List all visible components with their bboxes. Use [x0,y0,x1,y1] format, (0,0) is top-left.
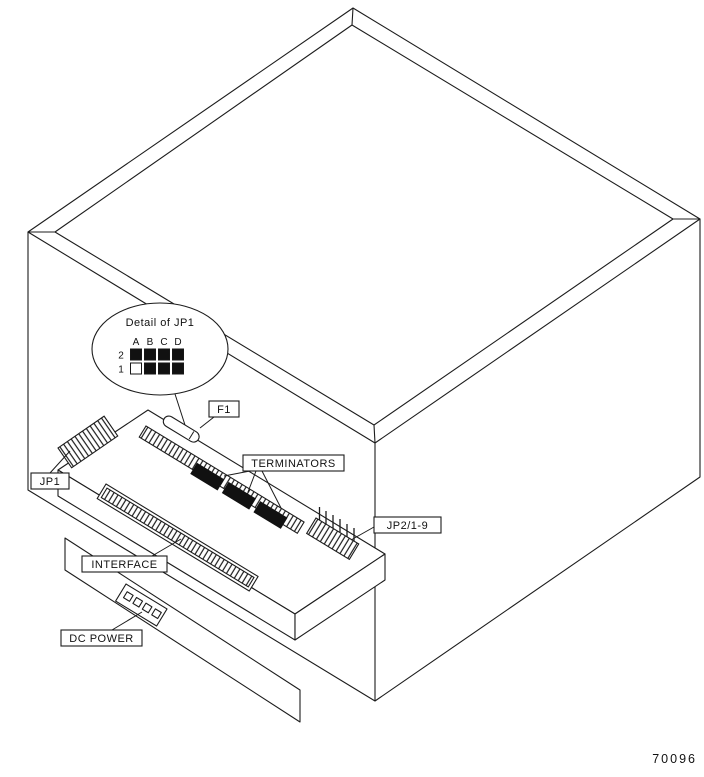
label-f1-text: F1 [217,404,231,416]
terminator-pack-3 [253,501,288,529]
label-terminators-box [242,454,345,472]
figure-part-number: 70096 [652,752,697,766]
terminator-pack-1 [190,462,225,491]
label-interface-box [81,555,168,573]
f1-leader [199,416,215,429]
label-f1: F1 [208,400,240,418]
dc-power-leader [111,611,143,631]
label-jp2: JP2/1-9 [373,516,442,534]
label-jp1-text: JP1 [40,476,60,488]
dc-power-pin-4 [151,608,162,620]
terminators-leader-2 [247,470,257,493]
label-jp2-box [373,516,442,534]
detail-column-a: A [133,337,140,348]
label-terminators-text: TERMINATORS [251,458,336,470]
rim-corner-back [351,7,354,26]
callout-labels: F1 TERMINATORS JP1 JP2/1-9 INTERFACE DC … [30,400,442,647]
jp2-header [305,517,360,561]
jumper-cell [158,362,170,375]
label-terminators: TERMINATORS [242,454,345,472]
jumper-cell [172,362,184,375]
jumper-grid [130,348,184,375]
fuse-f1 [162,415,200,443]
label-dc-power: DC POWER [60,629,143,647]
dc-power-connector [115,583,168,627]
leader-lines [49,393,375,631]
jumper-cell [144,362,156,375]
terminator-packs [190,462,288,529]
jp1-leader [49,450,71,474]
enclosure-outline [27,7,701,702]
drive-board [57,409,386,641]
jp1-connector [57,415,119,469]
jumper-cell [130,348,142,361]
label-interface-text: INTERFACE [91,559,157,571]
detail-column-b: B [147,337,154,348]
interface-leader [151,538,182,557]
jp1-pin-block [57,415,119,469]
jumper-cell [158,348,170,361]
interface-connector [96,483,259,592]
fuse-end-cap [188,431,195,440]
jp2-header-base [305,517,360,561]
detail-row-2: 2 [118,351,124,362]
label-jp1-box [30,472,70,490]
jumper-cell [130,362,142,375]
detail-leader [174,393,186,426]
label-jp2-text: JP2/1-9 [387,520,428,532]
jumper-cell [172,348,184,361]
jumper-cell [144,348,156,361]
rim-corner-front [373,424,376,444]
dc-power-pin-1 [122,591,134,602]
detail-column-d: D [174,337,181,348]
label-dc-power-box [60,629,143,647]
dc-power-pin-2 [132,596,144,608]
jp2-leader [350,526,375,541]
jp1-detail-callout: Detail of JP1 A B C D 2 1 [91,302,229,396]
terminators-leader-1 [223,470,251,477]
board-right-face [294,553,386,641]
label-dc-power-text: DC POWER [69,633,134,645]
detail-title: Detail of JP1 [126,317,195,329]
dc-power-pin-3 [141,602,153,614]
detail-row-1: 1 [118,365,124,376]
terminators-leader-3 [261,470,282,509]
label-f1-box [208,400,240,418]
terminator-pack-2 [221,481,256,510]
detail-column-c: C [160,337,167,348]
front-bezel [64,537,301,723]
label-interface: INTERFACE [81,555,168,573]
fuse-body [162,415,200,443]
label-jp1: JP1 [30,472,70,490]
